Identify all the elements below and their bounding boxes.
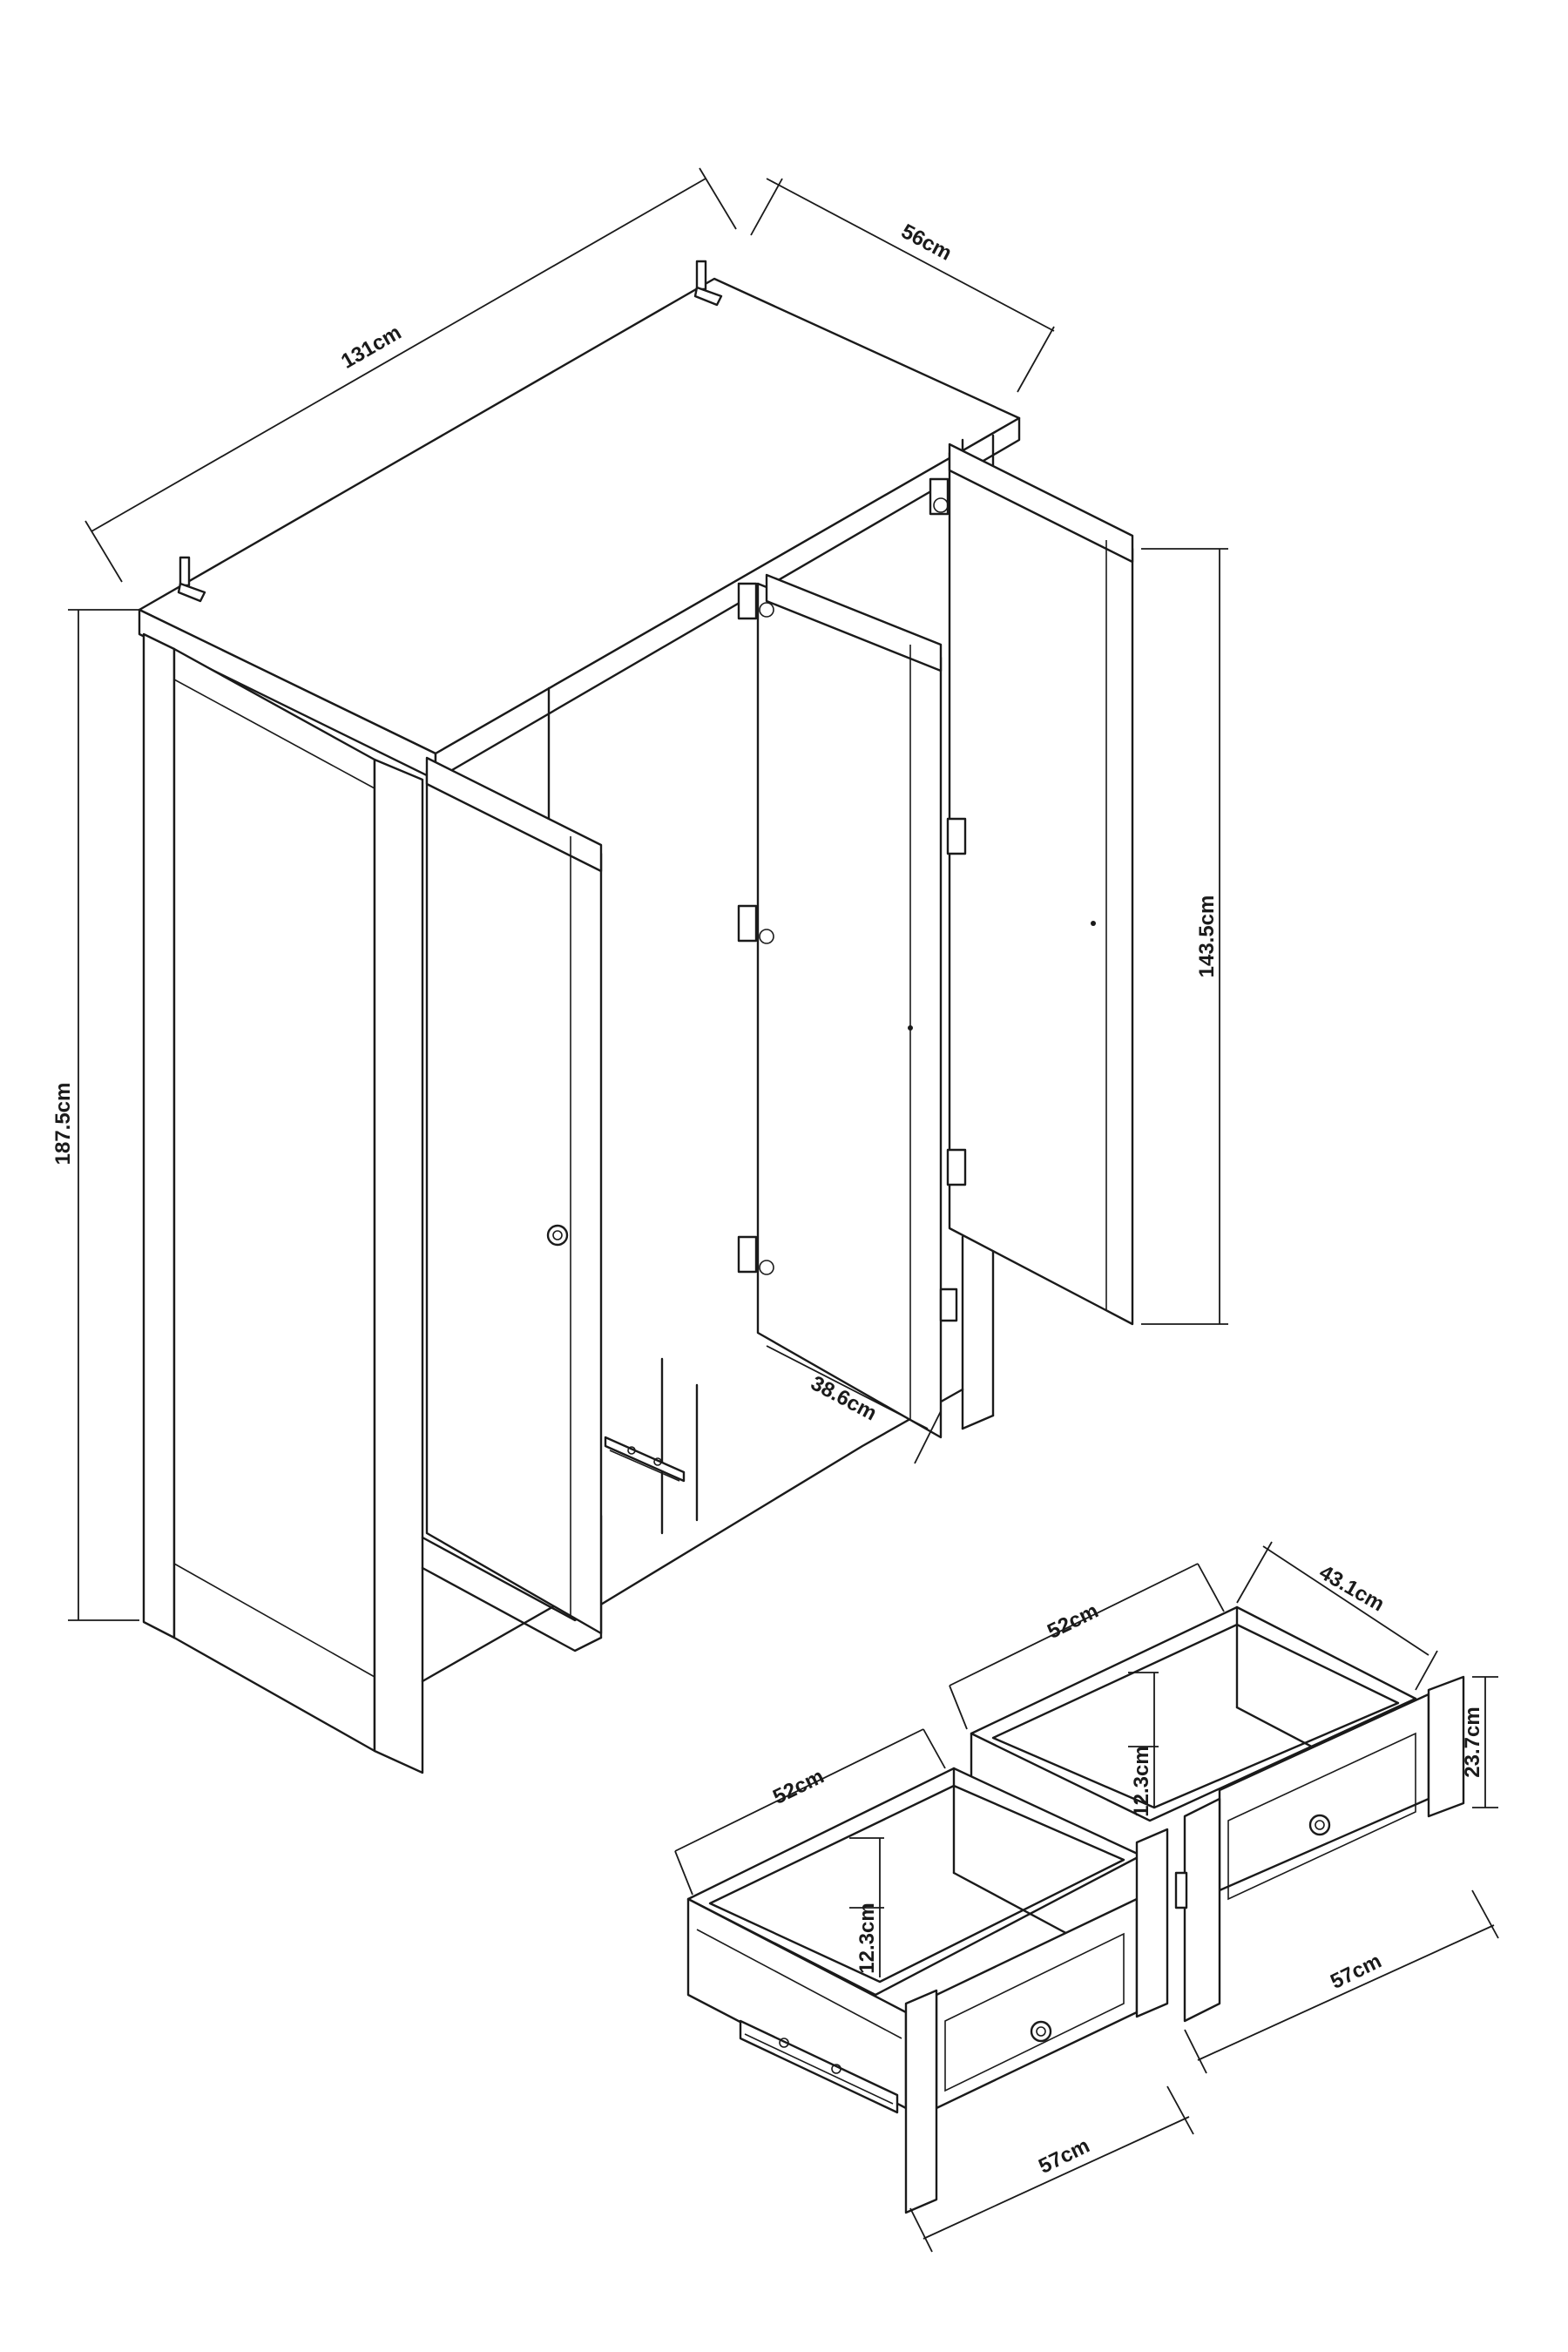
corner-bracket-icon [693, 260, 723, 307]
left-side-panel [142, 632, 424, 1774]
width-label: 131cm [337, 321, 405, 374]
drawer-runner-icon [1174, 1871, 1188, 1909]
knob-icon [1308, 1814, 1331, 1836]
drawer-runner-icon [604, 1436, 686, 1483]
right-drawer-width-line [949, 1563, 1199, 1686]
left-door [425, 756, 603, 1635]
hinge-icon [737, 582, 774, 620]
wardrobe-top [138, 277, 1021, 781]
hinge-icon [737, 1235, 774, 1275]
right-drawer-front-line [1197, 1924, 1495, 2061]
hinge-icon [939, 1288, 958, 1322]
hinges [737, 477, 967, 1322]
center-door [756, 573, 943, 1439]
hinge-icon [946, 1148, 967, 1186]
hinge-icon [929, 477, 950, 516]
right-drawer [970, 1605, 1465, 2023]
left-drawer-front-line [923, 2116, 1190, 2240]
right-drawer-width-label: 52cm [1044, 1599, 1102, 1644]
depth-label: 56cm [897, 220, 956, 266]
pin-icon [1091, 921, 1096, 926]
right-drawer-height-label: 23.7cm [1461, 1707, 1484, 1777]
wardrobe [138, 260, 1134, 1774]
left-drawer-front-label: 57cm [1035, 2134, 1093, 2179]
right-door [948, 443, 1134, 1326]
knob-icon [1030, 2020, 1052, 2043]
pin-icon [908, 1025, 913, 1031]
drawer-runner-icon [739, 2019, 899, 2114]
width-dimension-line [91, 178, 706, 532]
left-drawer-inner-label: 12.3cm [855, 1903, 879, 1973]
hinge-icon [946, 817, 967, 855]
left-drawer-width-line [674, 1728, 924, 1852]
depth-dimension-line [766, 178, 1055, 332]
right-drawer-inner-label: 12.3cm [1130, 1746, 1153, 1816]
height-label: 187.5cm [51, 1083, 75, 1166]
right-drawer-depth-line [1262, 1545, 1429, 1656]
corner-bracket-icon [177, 556, 206, 603]
door-height-label: 143.5cm [1195, 896, 1219, 978]
left-drawer [686, 1767, 1169, 2214]
hinge-icon [737, 904, 774, 944]
inner-depth-dimension-line [766, 1345, 929, 1429]
knob-icon [546, 1224, 569, 1247]
left-drawer-width-label: 52cm [769, 1765, 828, 1809]
